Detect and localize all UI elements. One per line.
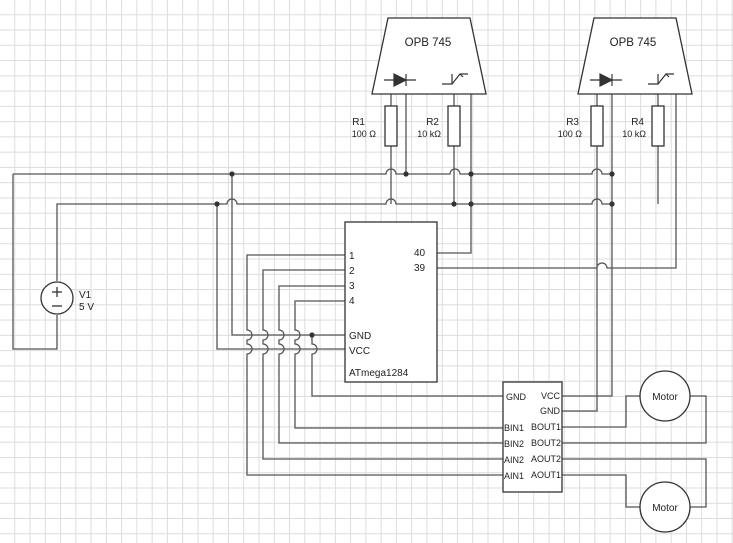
mcu-pin-label: 3 (349, 281, 355, 292)
motor2-wires (562, 458, 707, 508)
mcu-pin-label: 40 (414, 248, 426, 259)
resistor-body (384, 105, 398, 147)
junction-dots (214, 171, 615, 338)
driver-pin-label: GND (506, 392, 527, 402)
resistor-value: 10 kΩ (622, 129, 646, 139)
vcc-bus-wire (12, 168, 612, 350)
gnd-bus-wire (56, 198, 612, 350)
mcu-pin-label: 4 (349, 296, 355, 307)
junction-dot (609, 171, 615, 177)
resistor-r3: R3 100 Ω (558, 105, 604, 147)
sensor2-wires (437, 94, 677, 412)
mcu-pin-label: 39 (414, 263, 426, 274)
driver-gnd-wire (311, 335, 503, 397)
resistor-value: 100 Ω (558, 129, 583, 139)
resistor-body (590, 105, 604, 147)
resistor-r4: R4 10 kΩ (622, 105, 665, 147)
mcu-pin3-wire (278, 285, 503, 444)
voltage-source-icon (40, 281, 74, 315)
mcu-pin4-wire (294, 300, 503, 429)
mcu-gnd-label: GND (349, 331, 371, 342)
driver-pin-label: BIN1 (504, 423, 524, 433)
source-name: V1 (79, 290, 92, 301)
driver-pin-label: GND (540, 406, 561, 416)
junction-dot (309, 332, 315, 338)
sensor2-body (577, 17, 693, 95)
driver-pin-label: AOUT2 (531, 454, 561, 464)
driver-pin-label: AIN1 (504, 471, 524, 481)
resistor-r1: R1 100 Ω (352, 105, 398, 147)
motor-1: Motor (639, 370, 691, 422)
driver-pin-label: BOUT1 (531, 422, 561, 432)
mcu-vcc-label: VCC (349, 346, 370, 357)
junction-dot (468, 171, 474, 177)
mcu-pin1-wire (246, 254, 503, 476)
phototransistor-icon (648, 73, 674, 85)
mcu-atmega1284: 1 2 3 4 GND VCC 40 39 ATmega1284 (344, 221, 438, 383)
motor-icon (639, 481, 691, 533)
led-icon (384, 73, 416, 87)
wires (12, 94, 707, 508)
resistor-name: R4 (631, 117, 644, 128)
driver-pin-label: AOUT1 (531, 470, 561, 480)
motor-label: Motor (652, 392, 678, 403)
sensor2-title: OPB 745 (610, 37, 657, 49)
junction-dot (214, 201, 220, 207)
sensor1-body (371, 17, 487, 95)
driver-pin-label: BOUT2 (531, 438, 561, 448)
resistor-body (447, 105, 461, 147)
motor-icon (639, 370, 691, 422)
sensor-2: OPB 745 (577, 17, 693, 95)
sensor1-title: OPB 745 (405, 37, 452, 49)
junction-dot (609, 201, 615, 207)
polarity-icon (52, 287, 62, 307)
motor-2: Motor (639, 481, 691, 533)
resistor-body (651, 105, 665, 147)
junction-dot (229, 171, 235, 177)
driver-pin-label: VCC (541, 391, 561, 401)
junction-dot (403, 171, 409, 177)
resistor-name: R3 (566, 117, 579, 128)
resistor-name: R1 (352, 117, 365, 128)
mcu-pin-label: 1 (349, 251, 355, 262)
driver-pin-label: AIN2 (504, 455, 524, 465)
resistor-name: R2 (426, 117, 439, 128)
resistor-value: 100 Ω (352, 129, 377, 139)
driver-body (502, 381, 563, 493)
mcu-pin-label: 2 (349, 266, 355, 277)
resistor-r2: R2 10 kΩ (417, 105, 461, 147)
sensor-1: OPB 745 (371, 17, 487, 95)
mcu-name: ATmega1284 (349, 368, 409, 379)
phototransistor-icon (442, 73, 468, 85)
sensor1-wires (390, 94, 472, 254)
mcu-body (344, 221, 438, 383)
motor-label: Motor (652, 503, 678, 514)
led-icon (590, 73, 622, 87)
motor-driver: GND BIN1 BIN2 AIN2 AIN1 VCC GND BOUT1 BO… (502, 381, 563, 493)
driver-pin-label: BIN2 (504, 439, 524, 449)
junction-dot (468, 201, 474, 207)
voltage-source-v1: V1 5 V (40, 281, 94, 315)
source-value: 5 V (79, 302, 94, 313)
mcu-pin2-wire (262, 269, 503, 460)
motor1-wires (562, 395, 707, 444)
junction-dot (451, 201, 457, 207)
resistor-value: 10 kΩ (417, 129, 441, 139)
